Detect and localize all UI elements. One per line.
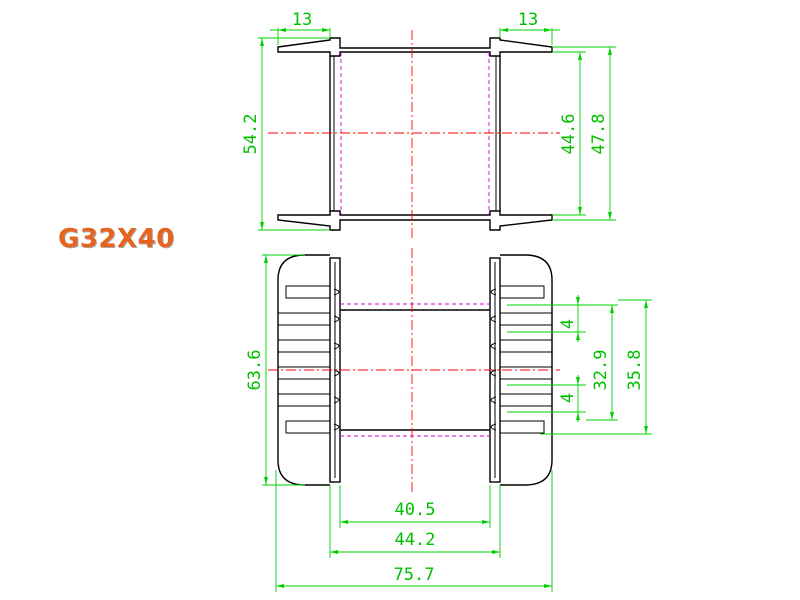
dim-label-overall-height-top: 54.2 — [241, 114, 261, 155]
arrowhead — [322, 28, 330, 32]
arrowhead — [578, 52, 582, 60]
arrowhead — [544, 28, 552, 32]
pin-slot-inner — [333, 396, 340, 404]
dim-label-core-window-width: 40.5 — [395, 500, 436, 520]
arrowhead — [278, 28, 286, 32]
pin-slot — [500, 339, 553, 353]
pin-slot-inner — [490, 315, 497, 323]
arrowhead — [608, 47, 612, 55]
pin-slot-inner — [490, 396, 497, 404]
arrowhead — [340, 520, 348, 524]
arrowhead — [576, 332, 580, 340]
dim-label-inner-height: 44.6 — [559, 114, 579, 155]
pin-slot-inner — [490, 342, 497, 350]
arrowhead — [276, 584, 284, 588]
top-view — [268, 30, 560, 240]
arrowhead — [576, 297, 580, 305]
arrowhead — [578, 207, 582, 215]
dim-label-slot-right: 13 — [518, 10, 538, 30]
bottom-flange — [277, 210, 553, 231]
arrowhead — [608, 212, 612, 220]
arrowhead — [260, 222, 264, 230]
arrowhead — [610, 412, 614, 420]
arrowhead — [260, 38, 264, 46]
pin-slot — [285, 285, 330, 299]
dimensions: 13 13 54.2 44.6 — [241, 10, 652, 592]
arrowhead — [576, 377, 580, 385]
arrowhead — [610, 305, 614, 313]
arrowhead — [576, 412, 580, 420]
pin-slot — [277, 339, 330, 353]
left-pin-slots — [277, 285, 340, 434]
dim-label-overall-height-front: 63.6 — [245, 350, 265, 391]
pin-slot-inner — [490, 369, 497, 377]
pin-slot-inner — [333, 288, 340, 296]
part-title: G32X40 — [58, 224, 175, 254]
arrowhead — [644, 300, 648, 308]
arrowhead — [264, 255, 268, 263]
pin-slot-inner — [333, 342, 340, 350]
pin-slot — [500, 312, 553, 326]
pin-slot-inner — [333, 423, 340, 431]
pin-slot — [500, 366, 553, 380]
dim-label-pin-gap-lower: 4 — [558, 393, 578, 403]
pin-slot — [277, 393, 330, 407]
dim-label-slot-left: 13 — [292, 10, 312, 30]
arrowhead — [482, 520, 490, 524]
pin-slot — [285, 420, 330, 434]
arrowhead — [330, 550, 338, 554]
right-pin-slots — [490, 285, 553, 434]
dim-label-overall-width: 75.7 — [394, 565, 435, 585]
pin-slot-inner — [333, 369, 340, 377]
arrowhead — [500, 28, 508, 32]
pin-slot-inner — [490, 288, 497, 296]
arrowhead — [264, 477, 268, 485]
dim-label-pin-row-width: 44.2 — [395, 530, 436, 550]
pin-slot — [277, 366, 330, 380]
pin-slot — [277, 312, 330, 326]
pin-slot-inner — [490, 423, 497, 431]
top-flange — [277, 37, 553, 57]
dim-label-pin-span-outer: 35.8 — [625, 350, 645, 391]
dim-label-pin-span-inner: 32.9 — [591, 350, 611, 391]
pin-slot — [500, 393, 553, 407]
front-view — [268, 248, 560, 495]
arrowhead — [544, 584, 552, 588]
pin-slot — [500, 420, 545, 434]
dim-label-pin-gap-upper: 4 — [558, 319, 578, 329]
pin-slot — [500, 285, 545, 299]
dim-label-flange-height: 47.8 — [589, 114, 609, 155]
pin-slot-inner — [333, 315, 340, 323]
arrowhead — [644, 426, 648, 434]
arrowhead — [492, 550, 500, 554]
